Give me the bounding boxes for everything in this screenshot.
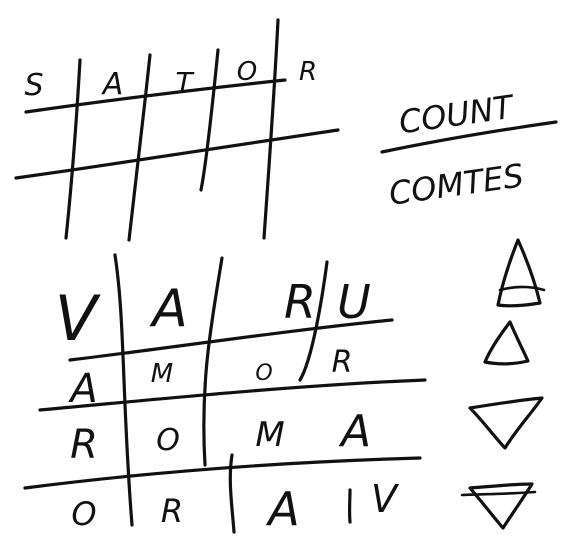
cell-r3-c4: A bbox=[338, 406, 371, 457]
top-grid-vline-3 bbox=[201, 50, 218, 190]
top-grid-vline-1 bbox=[66, 60, 80, 238]
symbol-column bbox=[462, 240, 544, 528]
bottom-grid-vline-2 bbox=[204, 258, 222, 465]
cell-r2-c4: R bbox=[332, 345, 353, 380]
cell-r4-c3: A bbox=[265, 482, 299, 536]
bottom-grid-vline-1 bbox=[115, 255, 132, 525]
cell-r1-c1: V bbox=[55, 282, 102, 355]
top-letter-3: T bbox=[175, 66, 194, 99]
cell-r4-c1: O bbox=[71, 495, 96, 533]
top-letter-2: A bbox=[101, 67, 124, 102]
cell-r1-c4: U bbox=[337, 275, 371, 329]
cell-r1-c2: A bbox=[149, 279, 188, 339]
word-pair: COUNT COMTES bbox=[382, 88, 556, 213]
top-letter-4: O bbox=[237, 57, 257, 87]
top-letter-5: R bbox=[299, 57, 317, 87]
top-grid-hline-2 bbox=[16, 130, 338, 178]
cell-r2-c2: M bbox=[151, 359, 173, 389]
top-grid-vline-4 bbox=[264, 20, 278, 238]
triangle-up-bar-icon bbox=[498, 240, 544, 306]
cell-r3-c1: R bbox=[70, 422, 98, 468]
triangle-down-bar-icon bbox=[462, 484, 535, 528]
cell-r3-c2: O bbox=[156, 423, 180, 458]
cell-r4-c4: V bbox=[371, 477, 400, 521]
top-letter-1: S bbox=[24, 68, 43, 103]
word-lower: COMTES bbox=[387, 156, 526, 212]
bottom-grid: V A R U A M O R R O M A O R A V bbox=[25, 255, 425, 536]
triangle-down-icon bbox=[470, 398, 542, 448]
cell-r1-c3: R bbox=[284, 275, 316, 329]
cell-r4-c2: R bbox=[161, 492, 183, 530]
word-upper: COUNT bbox=[397, 88, 518, 142]
cell-r3-c3: M bbox=[255, 415, 284, 455]
top-grid: S A T O R bbox=[16, 20, 338, 240]
top-grid-vline-2 bbox=[129, 55, 150, 240]
triangle-up-icon bbox=[485, 322, 528, 364]
cell-r2-c3: O bbox=[255, 361, 272, 386]
cell-r2-c1: A bbox=[67, 366, 97, 412]
